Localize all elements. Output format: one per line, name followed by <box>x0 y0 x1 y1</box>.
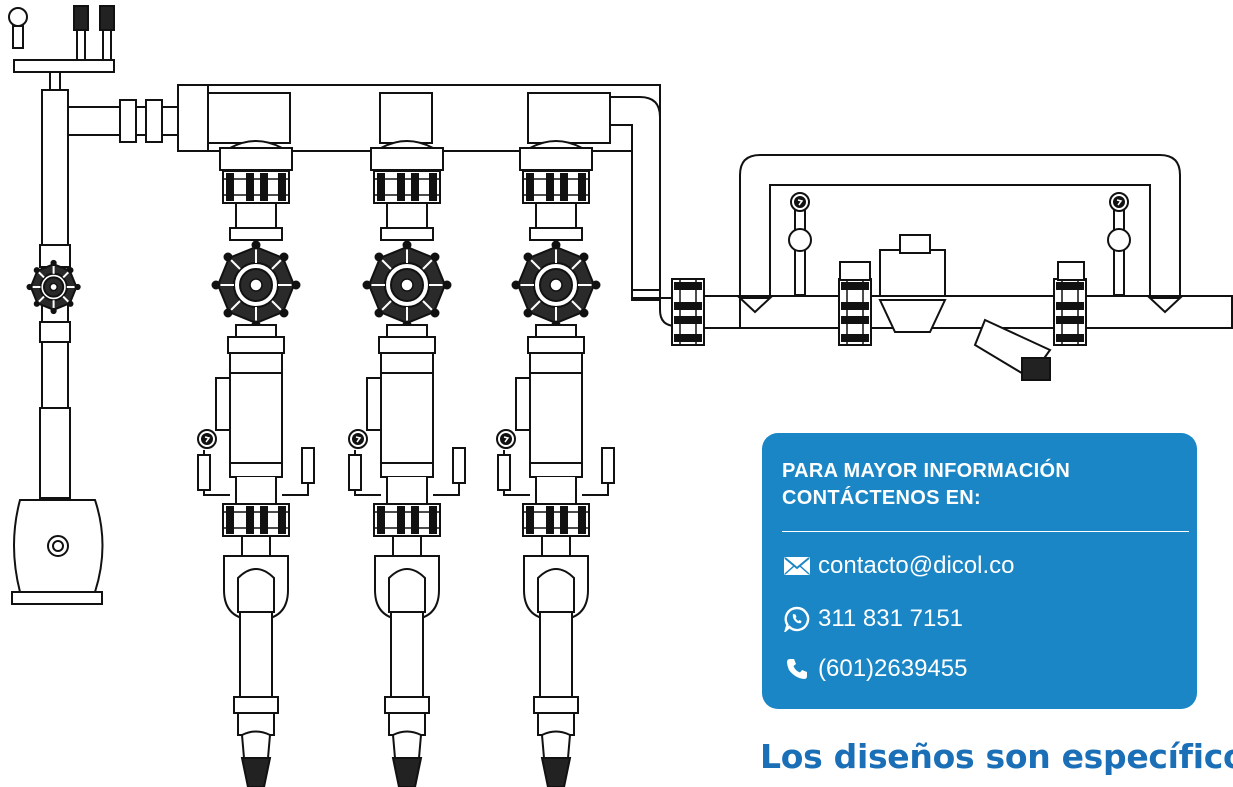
contact-title: PARA MAYOR INFORMACIÓN CONTÁCTENOS EN: <box>782 458 1070 512</box>
contact-title-line-2: CONTÁCTENOS EN: <box>782 487 981 509</box>
whatsapp-value[interactable]: 311 831 7151 <box>818 605 964 632</box>
mail-icon <box>782 551 812 581</box>
divider <box>782 531 1189 532</box>
email-contact[interactable]: contacto@dicol.co <box>782 551 1014 581</box>
footer-note: Los diseños son específicos <box>760 737 1233 776</box>
phone-icon <box>782 654 812 684</box>
email-value[interactable]: contacto@dicol.co <box>818 552 1015 579</box>
phone-value[interactable]: (601)2639455 <box>818 655 968 682</box>
contact-title-line-1: PARA MAYOR INFORMACIÓN <box>782 460 1071 482</box>
phone-contact[interactable]: (601)2639455 <box>782 654 967 684</box>
whatsapp-contact[interactable]: 311 831 7151 <box>782 604 963 634</box>
contact-card: PARA MAYOR INFORMACIÓN CONTÁCTENOS EN: c… <box>762 433 1197 709</box>
whatsapp-icon <box>782 604 812 634</box>
